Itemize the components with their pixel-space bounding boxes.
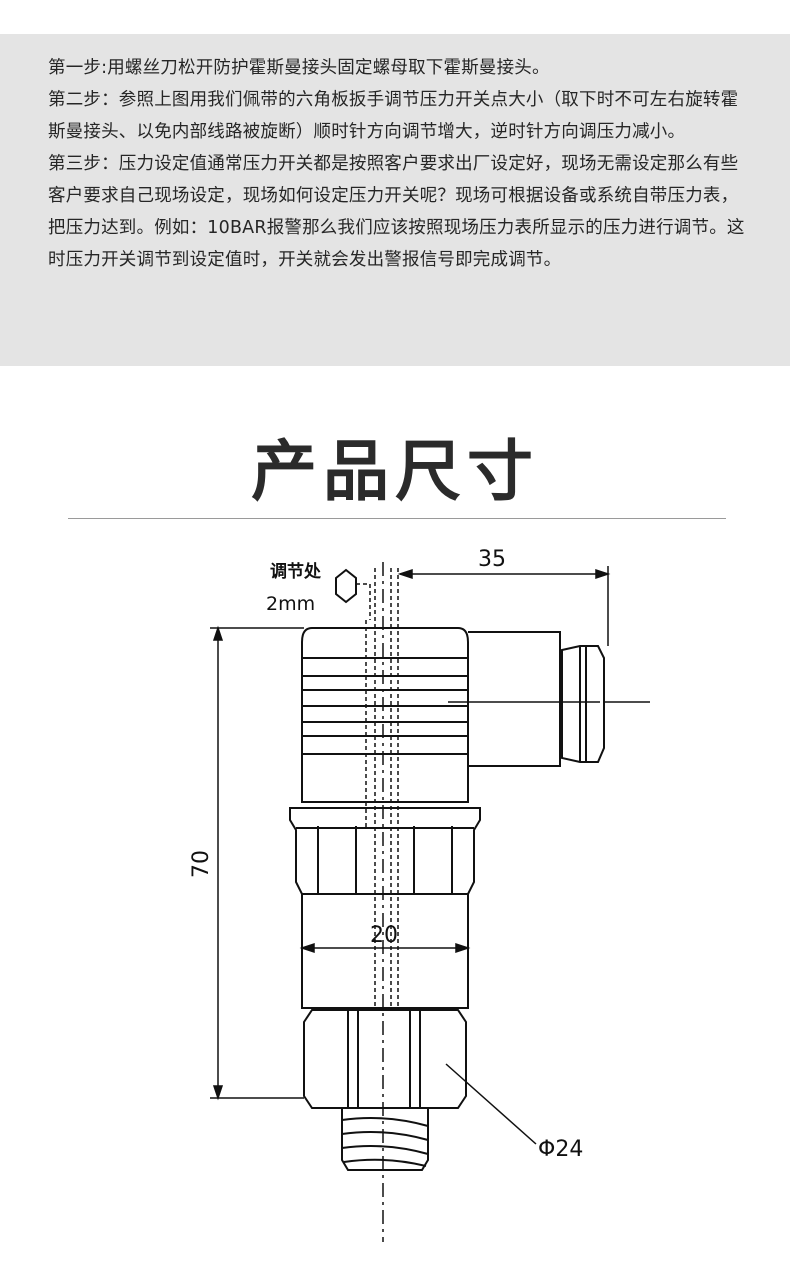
- section-title: 产品尺寸: [251, 433, 539, 510]
- connector-housing: [301, 627, 650, 803]
- upper-hex-nut: [289, 807, 481, 895]
- adjust-label: 调节处: [270, 561, 322, 582]
- dim-24-leader: [445, 1063, 537, 1145]
- dim-70: [210, 625, 304, 1101]
- dim-35-label: 35: [478, 547, 506, 572]
- instructions-text: 第一步:用螺丝刀松开防护霍斯曼接头固定螺母取下霍斯曼接头。 第二步：参照上图用我…: [48, 52, 750, 276]
- dim-35: [397, 566, 611, 646]
- dim-24-label: Φ24: [538, 1137, 583, 1162]
- instruction-step-3: 第三步：压力设定值通常压力开关都是按照客户要求出厂设定好，现场无需设定那么有些客…: [48, 154, 745, 270]
- instructions-panel: [0, 34, 790, 366]
- instruction-step-1: 第一步:用螺丝刀松开防护霍斯曼接头固定螺母取下霍斯曼接头。: [48, 58, 550, 78]
- body-cylinder: [301, 894, 469, 1009]
- lower-hex: [303, 1009, 467, 1109]
- dim-20: [299, 942, 471, 954]
- dimension-drawing: 调节处 2mm 35 70 20 Φ24: [0, 530, 790, 1280]
- instruction-step-2: 第二步：参照上图用我们佩带的六角板扳手调节压力开关点大小（取下时不可左右旋转霍斯…: [48, 90, 739, 142]
- dim-20-label: 20: [370, 923, 398, 948]
- title-divider: [68, 518, 726, 519]
- adjust-hex-icon: [335, 568, 371, 620]
- hex-key-size-label: 2mm: [266, 593, 315, 615]
- thread: [341, 1108, 429, 1171]
- dim-70-label: 70: [189, 850, 214, 878]
